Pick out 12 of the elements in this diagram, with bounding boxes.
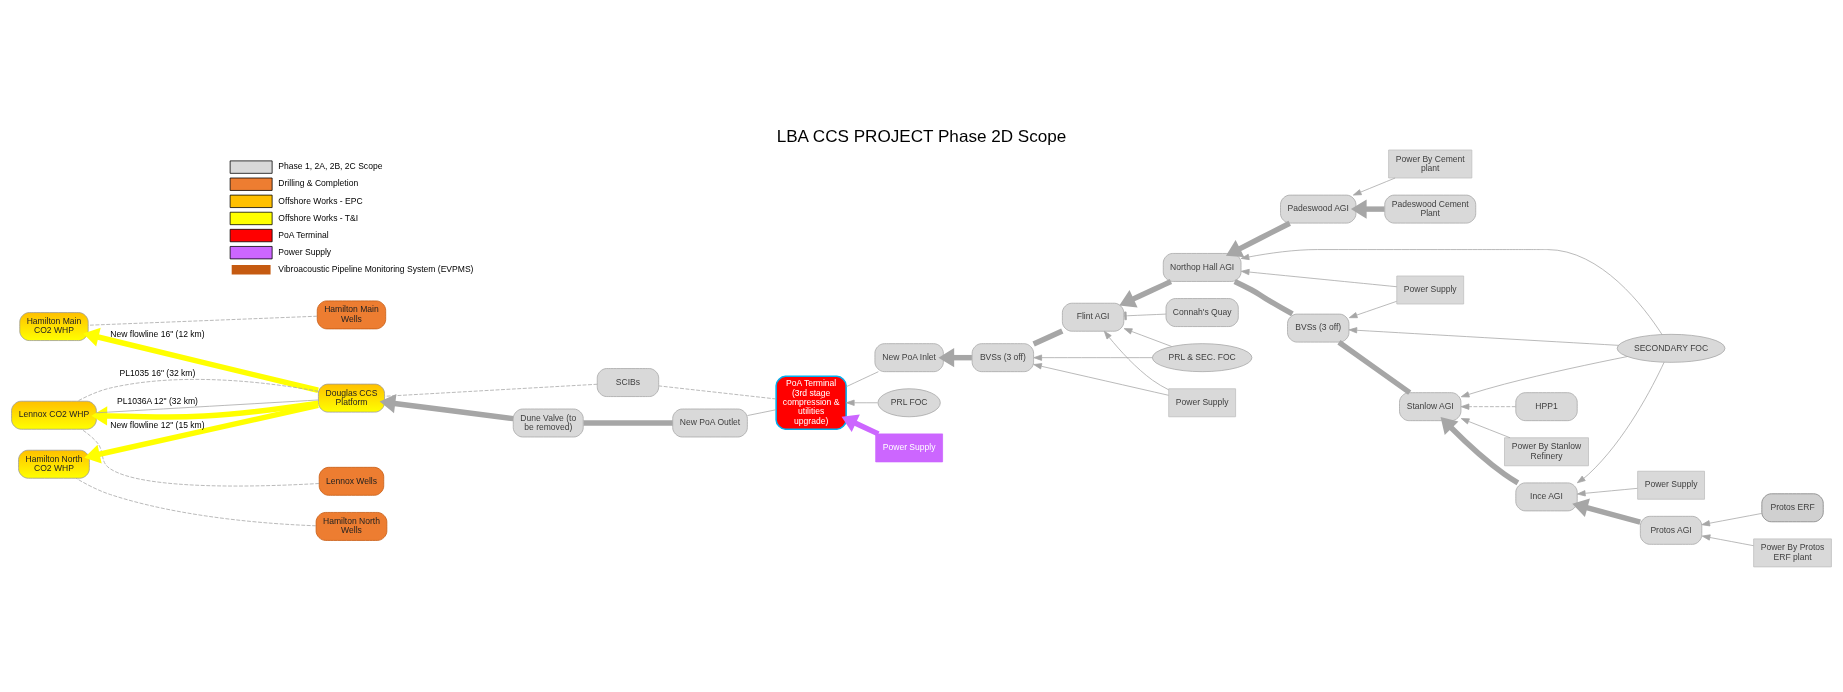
edge-label: New flowline 16" (12 km) [110, 329, 205, 340]
legend-label: Offshore Works - T&I [278, 212, 359, 223]
edge-label: PL1035 16" (32 km) [119, 368, 196, 379]
edge-label: New flowline 12" (15 km) [110, 420, 205, 431]
legend-label: Vibroacoustic Pipeline Monitoring System (EVPMS) [278, 263, 474, 274]
legend-label: Phase 1, 2A, 2B, 2C Scope [278, 161, 383, 172]
diagram-title: LBA CCS PROJECT Phase 2D Scope [776, 126, 1067, 146]
legend-label: Offshore Works - EPC [278, 195, 363, 206]
legend-label: PoA Terminal [278, 229, 329, 240]
legend-label: Drilling & Completion [278, 178, 359, 189]
legend-label: Power Supply [278, 246, 332, 257]
edge-label: PL1036A 12" (32 km) [116, 396, 198, 407]
